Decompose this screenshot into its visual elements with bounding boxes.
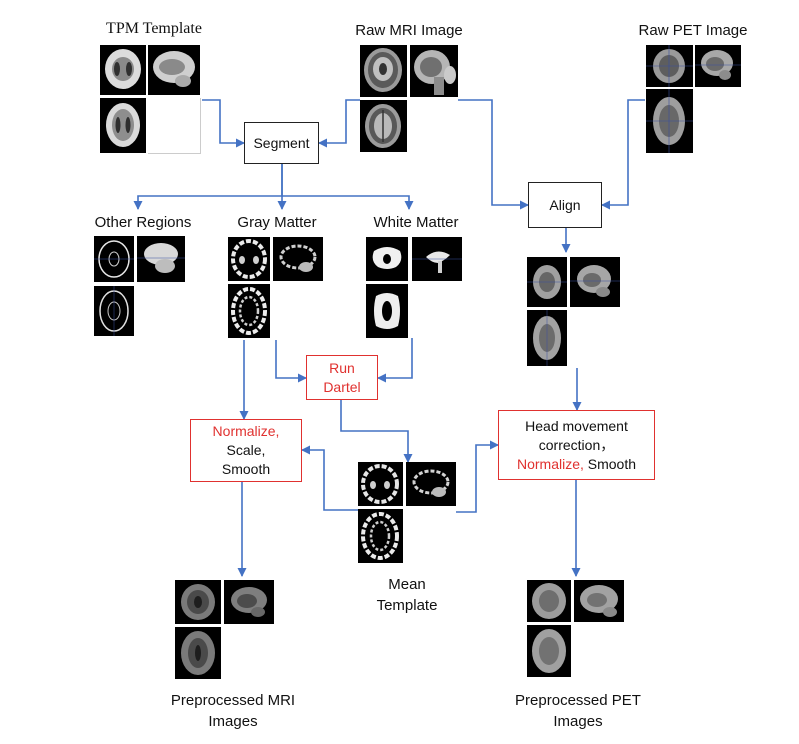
tpm-sagittal-image <box>148 45 200 95</box>
preprocessed-pet-line2: Images <box>553 713 603 730</box>
head-movement-box: Head movement correction， Normalize, Smo… <box>498 410 655 480</box>
aligned-pet-coronal-image <box>527 257 567 307</box>
other-regions-label: Other Regions <box>94 214 192 231</box>
raw-mri-label: Raw MRI Image <box>355 22 463 39</box>
preprocessed-pet-coronal-image <box>527 580 571 622</box>
mean-template-line1: Mean <box>388 576 426 593</box>
head-normalize-text: Normalize, <box>516 455 584 472</box>
raw-mri-axial-image <box>360 100 407 152</box>
head-line1: Head movement <box>525 417 628 434</box>
preprocessed-pet-label: Preprocessed PET Images <box>490 690 666 732</box>
tpm-axial-image <box>100 98 146 153</box>
normalize-scale-smooth-box: Normalize, Scale, Smooth <box>190 419 302 482</box>
align-box: Align <box>528 182 602 228</box>
white-matter-sagittal-image <box>412 237 462 281</box>
other-regions-sagittal-image <box>137 236 185 282</box>
raw-mri-coronal-image <box>360 45 407 97</box>
preprocessed-pet-axial-image <box>527 625 571 677</box>
other-regions-axial-image <box>94 286 134 336</box>
head-smooth-text: Smooth <box>583 455 637 472</box>
other-regions-coronal-image <box>94 236 134 282</box>
gray-matter-sagittal-image <box>273 237 323 281</box>
arrow-white-to-dartel <box>377 338 413 383</box>
tpm-empty-panel <box>148 98 201 154</box>
tpm-coronal-image <box>100 45 146 95</box>
arrow-mri-to-segment <box>318 99 360 148</box>
aligned-pet-axial-image <box>527 310 567 366</box>
arrow-gray-to-dartel <box>275 340 307 383</box>
gray-matter-coronal-image <box>228 237 270 281</box>
white-matter-axial-image <box>366 284 408 338</box>
preprocessed-mri-sagittal-image <box>224 580 274 624</box>
raw-pet-label: Raw PET Image <box>638 22 748 39</box>
aligned-pet-sagittal-image <box>570 257 620 307</box>
raw-mri-sagittal-image <box>410 45 458 97</box>
preprocessed-pet-sagittal-image <box>574 580 624 622</box>
white-matter-label: White Matter <box>373 214 459 231</box>
preprocessed-mri-line1: Preprocessed MRI <box>170 692 296 709</box>
arrow-tpm-to-segment <box>202 99 245 148</box>
normalize-left-line2: Scale, <box>226 442 266 458</box>
preprocessed-mri-coronal-image <box>175 580 221 624</box>
preprocessed-mri-line2: Images <box>208 713 258 730</box>
gray-matter-axial-image <box>228 284 270 338</box>
mean-template-sagittal-image <box>406 462 456 506</box>
head-line3: Normalize, Smooth <box>517 455 636 474</box>
segment-text: Segment <box>253 134 310 151</box>
arrow-segment-to-white <box>282 195 414 210</box>
preprocessed-mri-axial-image <box>175 627 221 679</box>
mean-template-coronal-image <box>358 462 403 506</box>
arrow-mean-to-head <box>456 440 499 513</box>
run-dartel-line1: Run <box>329 359 355 376</box>
head-line2: correction， <box>538 436 615 453</box>
mean-template-line2: Template <box>376 597 438 614</box>
white-matter-coronal-image <box>366 237 408 281</box>
preprocessed-mri-label: Preprocessed MRI Images <box>144 690 322 732</box>
run-dartel-box: Run Dartel <box>306 355 378 400</box>
normalize-left-line1: Normalize, <box>212 423 280 439</box>
mean-template-axial-image <box>358 509 403 563</box>
segment-box: Segment <box>244 122 319 164</box>
arrow-segment-to-other <box>133 164 283 210</box>
arrow-pet-to-align <box>601 99 645 210</box>
tpm-template-label: TPM Template <box>106 20 202 37</box>
preprocessed-pet-line1: Preprocessed PET <box>515 692 641 709</box>
gray-matter-label: Gray Matter <box>237 214 317 231</box>
run-dartel-line2: Dartel <box>323 378 361 395</box>
normalize-left-line3: Smooth <box>221 461 271 477</box>
align-text: Align <box>549 196 581 213</box>
arrow-dartel-to-mean <box>340 400 413 463</box>
arrow-mri-to-align <box>458 99 529 210</box>
raw-pet-axial-image <box>646 89 693 153</box>
raw-pet-sagittal-image <box>695 45 741 87</box>
raw-pet-coronal-image <box>646 45 693 87</box>
mean-template-label: Mean Template <box>350 574 464 616</box>
arrow-mean-to-normalize <box>301 445 358 511</box>
